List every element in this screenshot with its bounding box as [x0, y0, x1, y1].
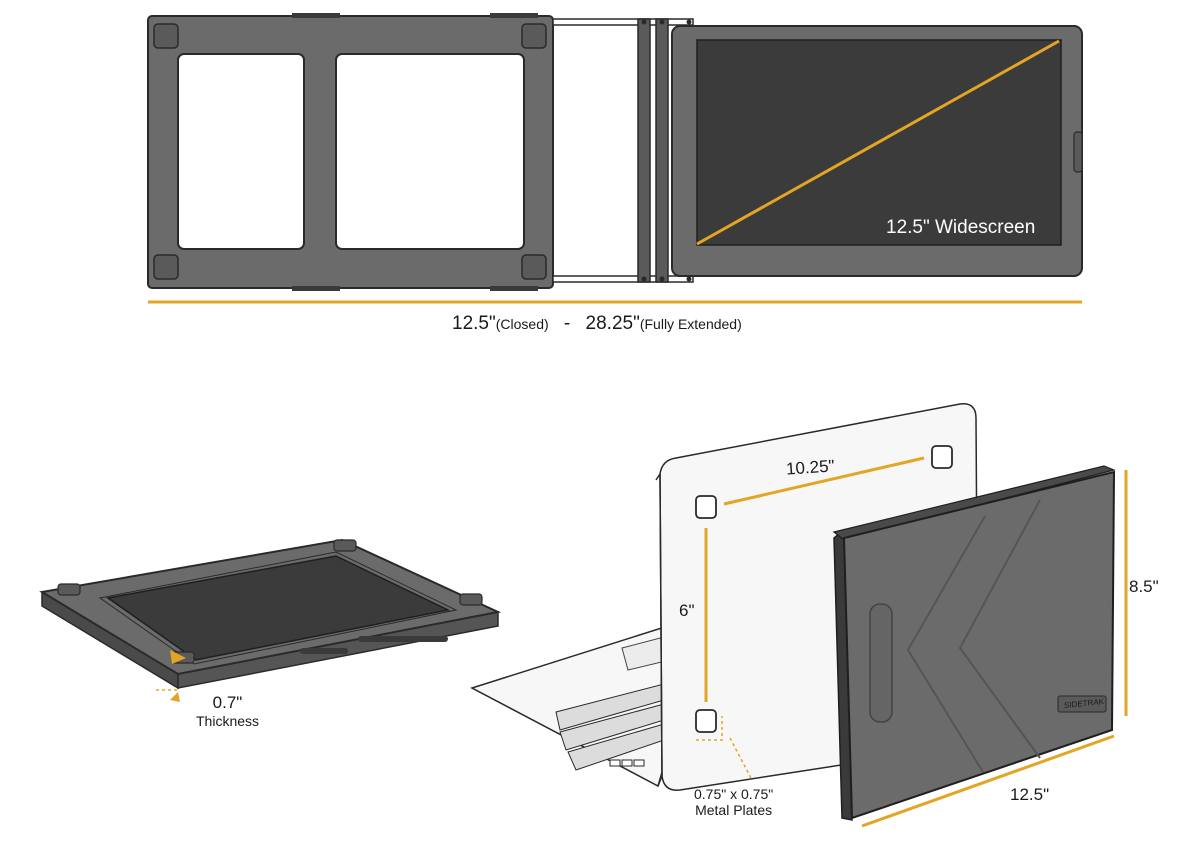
thickness-caption: Thickness — [196, 713, 260, 729]
laptop-port — [621, 759, 633, 767]
flat-pad — [333, 539, 357, 552]
laptop-port — [633, 759, 645, 767]
laptop-lid-edge — [655, 471, 663, 787]
frame-clip — [490, 286, 538, 291]
monitor-logo-plate — [1057, 695, 1107, 713]
rail-screw — [686, 276, 692, 282]
monitor-side-button — [1073, 131, 1083, 173]
rail-screw — [641, 276, 647, 282]
metal-plate — [931, 445, 953, 469]
plate-spacing-vertical-label: 6" — [679, 601, 695, 620]
width-open-value: 28.25" — [585, 313, 640, 334]
metal-plate — [695, 495, 717, 519]
flat-pad — [57, 583, 81, 596]
frame-clip — [292, 13, 340, 18]
rail-screw — [659, 276, 665, 282]
monitor-width-label: 12.5" — [1010, 785, 1050, 804]
flat-side-slot — [300, 648, 348, 654]
slide-rail-post — [637, 18, 651, 283]
flat-screen — [106, 555, 451, 661]
thickness-arrow-top — [170, 650, 186, 664]
plate-size-dimensions: 0.75" x 0.75" — [694, 786, 774, 802]
corner-pad — [521, 23, 547, 49]
monitor-chevron — [958, 499, 1041, 759]
thickness-arrow-bottom — [170, 692, 180, 702]
monitor-top-edge — [832, 465, 1116, 541]
plate-spacing-horizontal-line — [723, 456, 925, 506]
thickness-label: 0.7" Thickness — [196, 694, 259, 728]
rail-screw — [659, 19, 665, 25]
monitor-height-label: 8.5" — [1129, 577, 1159, 596]
monitor-handle — [869, 603, 893, 723]
flat-side-slot — [358, 636, 448, 642]
slide-rail-bottom — [552, 275, 694, 283]
plate-size-caption: Metal Plates — [695, 802, 773, 818]
slide-rail-post — [655, 18, 669, 283]
corner-pad — [153, 23, 179, 49]
laptop-port — [609, 759, 621, 767]
plate-size-leader — [729, 737, 753, 781]
rail-screw — [686, 19, 692, 25]
corner-pad — [153, 254, 179, 280]
width-separator: - — [563, 313, 571, 334]
metal-plate — [695, 709, 717, 733]
slide-rail-top — [552, 18, 694, 26]
plate-spacing-horizontal-label: 10.25" — [785, 456, 836, 479]
plate-size-callout — [696, 716, 723, 741]
laptop-keyboard — [555, 683, 665, 771]
width-open-note: (Fully Extended) — [639, 316, 742, 332]
metal-plate-size-label: 0.75" x 0.75" Metal Plates — [694, 787, 773, 817]
frame-opening-left — [177, 53, 305, 250]
laptop-view — [470, 403, 1128, 828]
flat-view — [39, 538, 502, 702]
corner-pad — [521, 254, 547, 280]
frame-opening-right — [335, 53, 525, 250]
monitor-chevron — [906, 515, 986, 773]
frame-clip — [490, 13, 538, 18]
flat-screen-bezel — [98, 551, 458, 665]
rail-screw — [641, 19, 647, 25]
flat-pad — [459, 593, 483, 606]
frame-clip — [292, 286, 340, 291]
width-closed-value: 12.5" — [452, 313, 496, 334]
thickness-value: 0.7" — [212, 693, 243, 712]
monitor-width-line — [861, 734, 1115, 828]
width-closed-note: (Closed) — [495, 316, 549, 332]
screen-size-label: 12.5" Widescreen — [886, 217, 1036, 238]
screen-diagonal-line — [696, 39, 1060, 246]
monitor-back — [842, 470, 1116, 820]
top-view-extended — [147, 13, 1083, 304]
width-range-label: 12.5"(Closed) - 28.25"(Fully Extended) — [452, 314, 742, 333]
